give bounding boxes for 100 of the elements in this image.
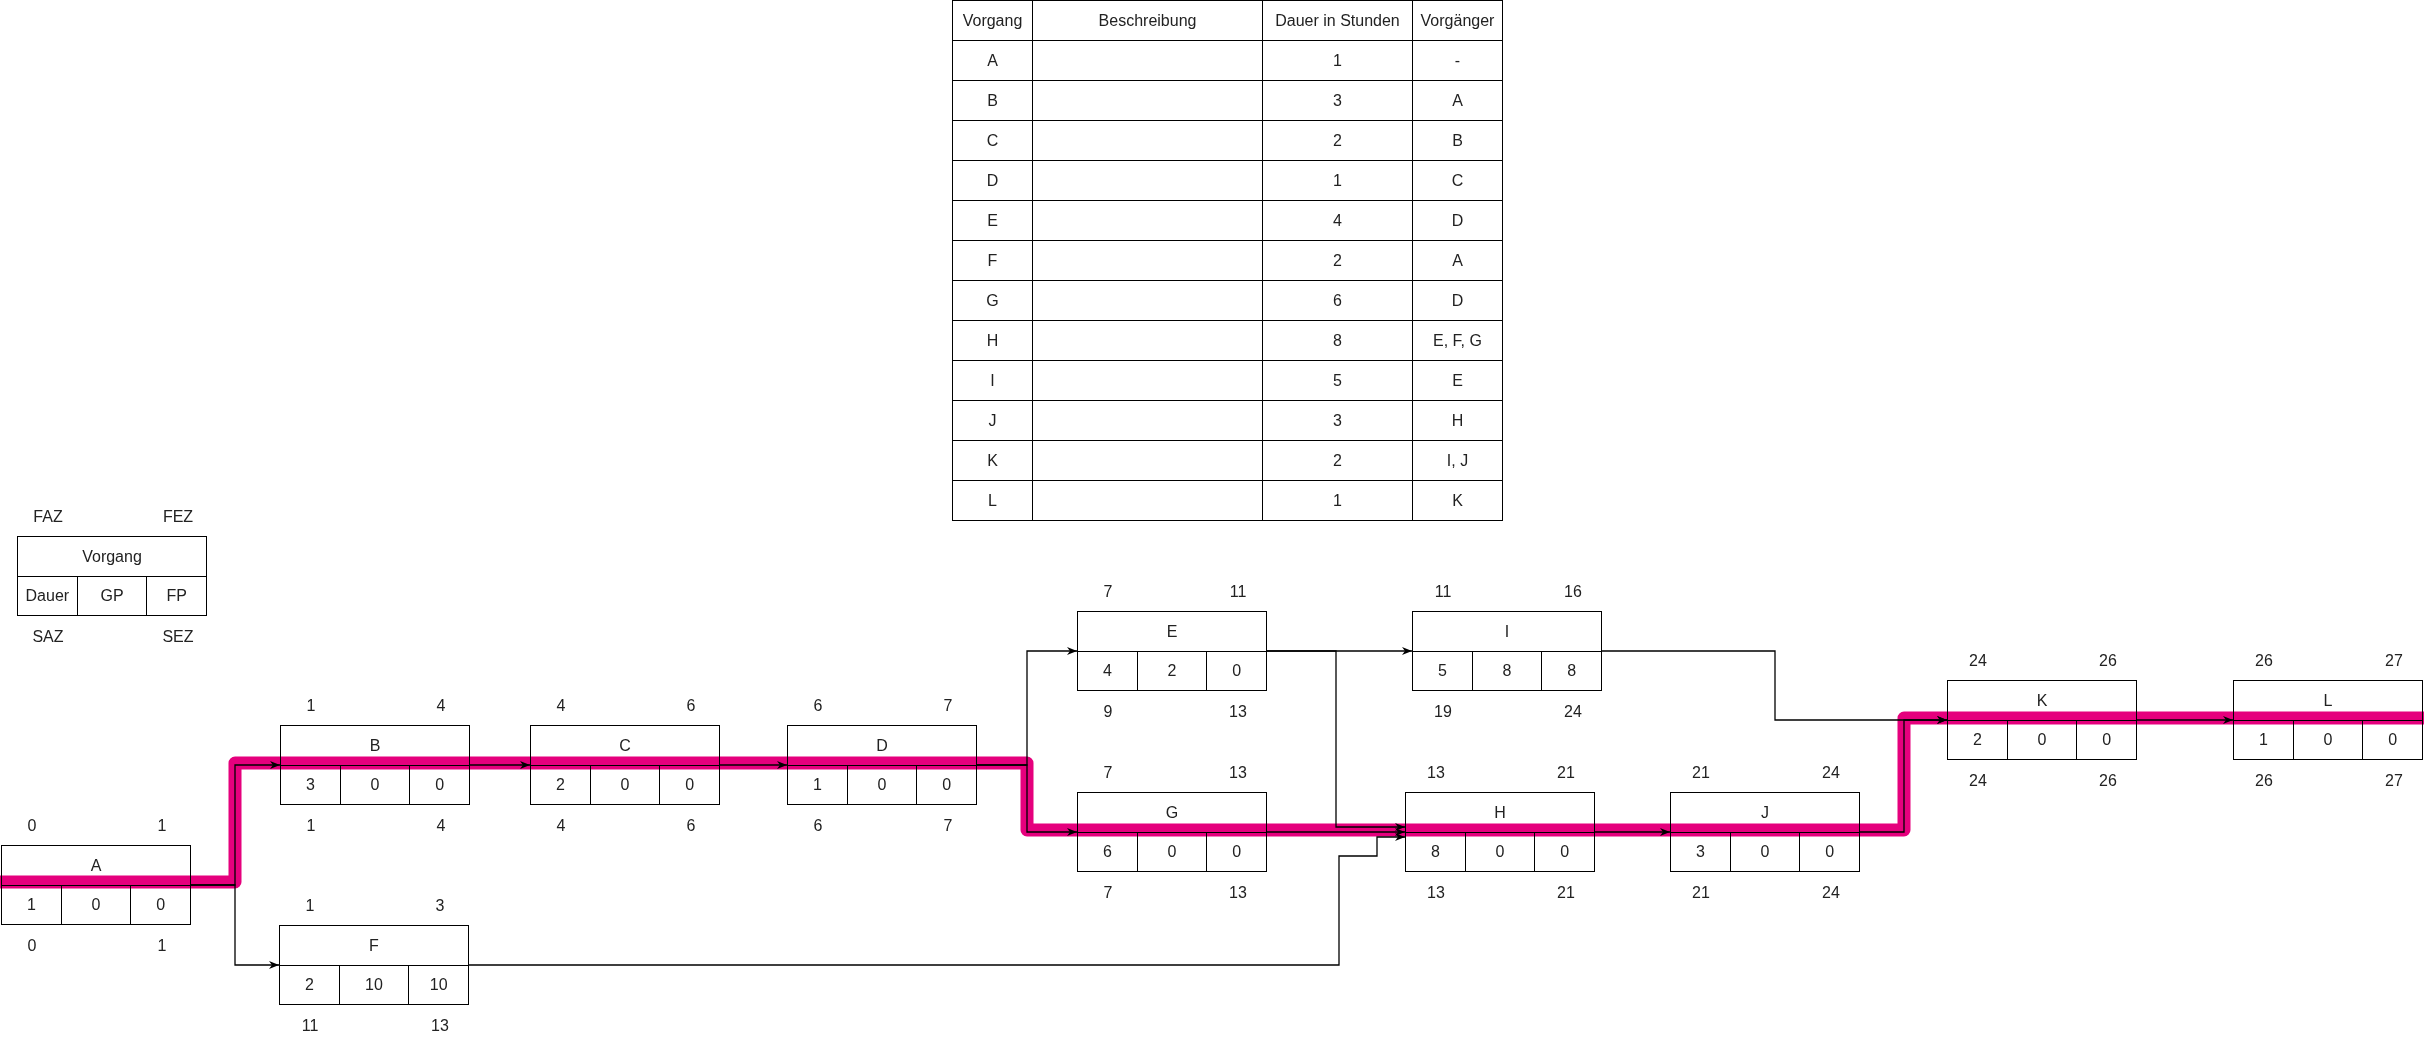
free-float-cell: 0 — [1206, 832, 1266, 871]
earliest-start-time: 1 — [304, 896, 316, 916]
activity-name: A — [90, 855, 102, 876]
activity-name: E — [1166, 621, 1178, 642]
earliest-finish-time: 6 — [685, 696, 697, 716]
latest-finish-time: 6 — [685, 816, 697, 836]
duration-cell: 2 — [1948, 720, 2007, 759]
earliest-start-label: FAZ — [32, 507, 64, 527]
latest-start-time: 9 — [1102, 702, 1114, 722]
earliest-finish-time: 3 — [434, 896, 446, 916]
table-cell: A — [952, 40, 1033, 81]
latest-finish-time: 4 — [435, 816, 447, 836]
table-cell: 1 — [1262, 480, 1413, 521]
table-cell: D — [952, 160, 1033, 201]
total-float-cell: 0 — [1729, 832, 1800, 871]
latest-start-time: 6 — [812, 816, 824, 836]
arrow — [2136, 716, 2234, 724]
table-cell: E, F, G — [1412, 320, 1503, 361]
table-cell: A — [1412, 240, 1503, 281]
latest-finish-time: 13 — [1228, 883, 1248, 903]
duration-cell: 6 — [1078, 832, 1137, 871]
duration-cell: 1 — [2, 885, 61, 924]
table-cell: 2 — [1262, 240, 1413, 281]
activity-name: D — [876, 735, 888, 756]
table-header-cell: Beschreibung — [1032, 0, 1263, 41]
total-float-cell: 0 — [589, 765, 660, 804]
table-cell: D — [1412, 280, 1503, 321]
earliest-start-time: 11 — [1433, 582, 1453, 602]
duration-cell: 8 — [1406, 832, 1465, 871]
table-cell: F — [952, 240, 1033, 281]
duration-cell: Dauer — [18, 576, 77, 615]
earliest-start-time: 13 — [1426, 763, 1446, 783]
activity-name: C — [619, 735, 631, 756]
duration-cell: 1 — [788, 765, 847, 804]
table-cell: B — [1412, 120, 1503, 161]
table-cell: K — [1412, 480, 1503, 521]
earliest-finish-time: 21 — [1556, 763, 1576, 783]
earliest-finish-time: 13 — [1228, 763, 1248, 783]
arrow — [1594, 828, 1671, 836]
table-header-cell: Vorgänger — [1412, 0, 1503, 41]
table-cell: G — [952, 280, 1033, 321]
total-float-cell: 10 — [338, 965, 409, 1004]
earliest-finish-time: 11 — [1228, 582, 1248, 602]
table-cell: 2 — [1262, 120, 1413, 161]
table-header-cell: Vorgang — [952, 0, 1033, 41]
free-float-cell: 0 — [916, 765, 976, 804]
duration-cell: 1 — [2234, 720, 2293, 759]
earliest-start-time: 0 — [26, 816, 38, 836]
latest-start-time: 21 — [1691, 883, 1711, 903]
latest-start-time: 4 — [555, 816, 567, 836]
latest-start-time: 1 — [305, 816, 317, 836]
earliest-start-time: 26 — [2254, 651, 2274, 671]
duration-cell: 5 — [1413, 651, 1472, 690]
earliest-start-time: 7 — [1102, 763, 1114, 783]
free-float-cell: 0 — [1534, 832, 1594, 871]
earliest-start-time: 6 — [812, 696, 824, 716]
arrow — [1266, 828, 1406, 836]
latest-start-time: 7 — [1102, 883, 1114, 903]
latest-finish-time: 27 — [2384, 771, 2404, 791]
arrow — [976, 764, 1078, 836]
latest-finish-time: 13 — [1228, 702, 1248, 722]
latest-start-time: 13 — [1426, 883, 1446, 903]
table-cell: I — [952, 360, 1033, 401]
activity-heading: Vorgang — [82, 546, 142, 567]
free-float-cell: 10 — [408, 965, 468, 1004]
latest-finish-time: 7 — [942, 816, 954, 836]
duration-cell: 2 — [531, 765, 590, 804]
table-cell: K — [952, 440, 1033, 481]
table-cell: J — [952, 400, 1033, 441]
latest-finish-label: SEZ — [161, 627, 195, 647]
total-float-cell: 0 — [339, 765, 410, 804]
duration-cell: 2 — [280, 965, 339, 1004]
activity-name: K — [2036, 690, 2048, 711]
earliest-finish-time: 27 — [2384, 651, 2404, 671]
activity-name: F — [369, 935, 379, 956]
arrow — [1859, 716, 1948, 833]
table-cell: B — [952, 80, 1033, 121]
earliest-finish-time: 16 — [1563, 582, 1583, 602]
table-cell: 5 — [1262, 360, 1413, 401]
table-cell: E — [952, 200, 1033, 241]
earliest-finish-time: 7 — [942, 696, 954, 716]
earliest-start-time: 1 — [305, 696, 317, 716]
table-cell: 1 — [1262, 160, 1413, 201]
table-cell: 3 — [1262, 80, 1413, 121]
latest-start-time: 11 — [300, 1016, 320, 1036]
arrow — [1266, 650, 1406, 831]
latest-finish-time: 21 — [1556, 883, 1576, 903]
total-float-cell: 0 — [1136, 832, 1207, 871]
arrow — [719, 761, 788, 769]
free-float-cell: 0 — [659, 765, 719, 804]
free-float-cell: FP — [146, 576, 206, 615]
latest-start-label: SAZ — [31, 627, 65, 647]
table-cell: - — [1412, 40, 1503, 81]
earliest-finish-time: 26 — [2098, 651, 2118, 671]
table-cell: H — [1412, 400, 1503, 441]
free-float-cell: 0 — [130, 885, 190, 924]
latest-finish-time: 26 — [2098, 771, 2118, 791]
table-cell: 8 — [1262, 320, 1413, 361]
table-cell: 1 — [1262, 40, 1413, 81]
table-cell: L — [952, 480, 1033, 521]
